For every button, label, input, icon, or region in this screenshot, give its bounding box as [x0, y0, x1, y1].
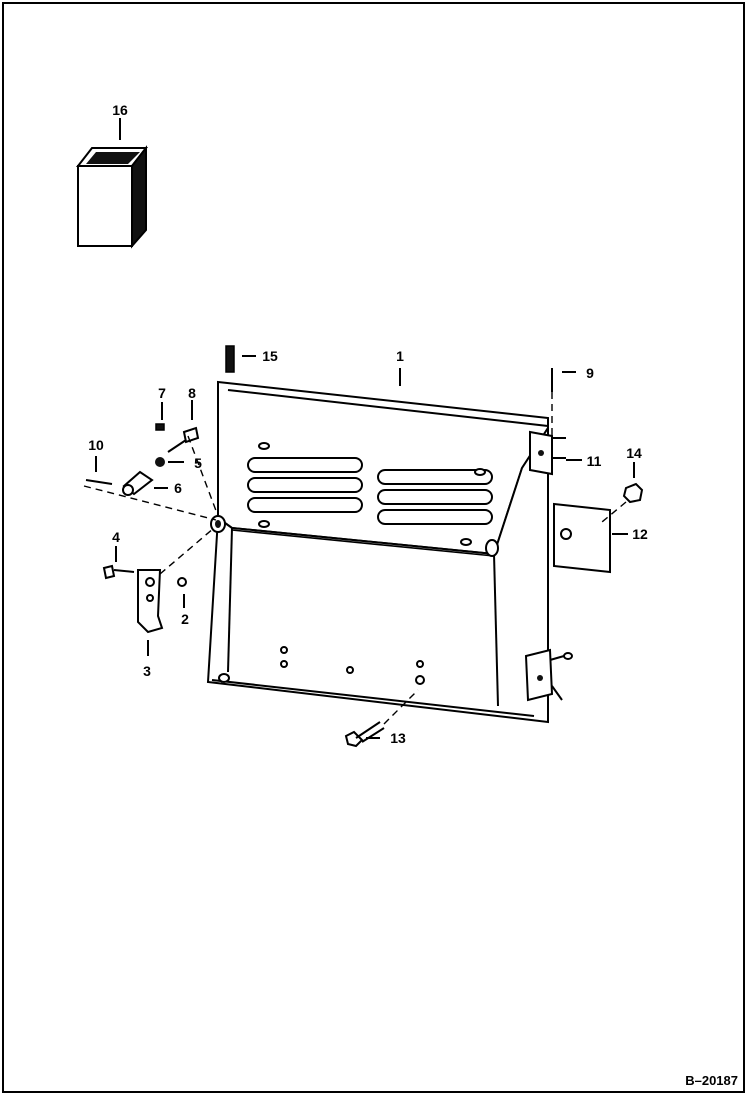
callout-7: 7 — [158, 385, 166, 401]
part-14-nut — [601, 462, 644, 523]
part-11-brackets — [524, 430, 582, 702]
callout-14: 14 — [626, 445, 642, 461]
part-15-strip — [225, 345, 256, 373]
callout-13: 13 — [390, 730, 406, 746]
callout-12: 12 — [632, 526, 648, 542]
callout-2: 2 — [181, 611, 189, 627]
callout-6: 6 — [174, 480, 182, 496]
callout-15: 15 — [262, 348, 278, 364]
part-9-pin — [551, 368, 576, 440]
callout-1: 1 — [396, 348, 404, 364]
callout-10: 10 — [88, 437, 104, 453]
part-13-bolt — [344, 689, 419, 748]
hinge-parts — [83, 400, 219, 656]
callout-8: 8 — [188, 385, 196, 401]
callout-5: 5 — [194, 455, 202, 471]
callout-4: 4 — [112, 529, 120, 545]
part-1-panel — [206, 380, 571, 724]
callout-3: 3 — [143, 663, 151, 679]
callout-11: 11 — [587, 453, 602, 469]
part-16-box — [75, 118, 149, 249]
drawing-reference-number: B–20187 — [685, 1073, 738, 1088]
part-12-plate — [553, 502, 628, 574]
callout-16: 16 — [112, 102, 128, 118]
callout-9: 9 — [586, 365, 594, 381]
